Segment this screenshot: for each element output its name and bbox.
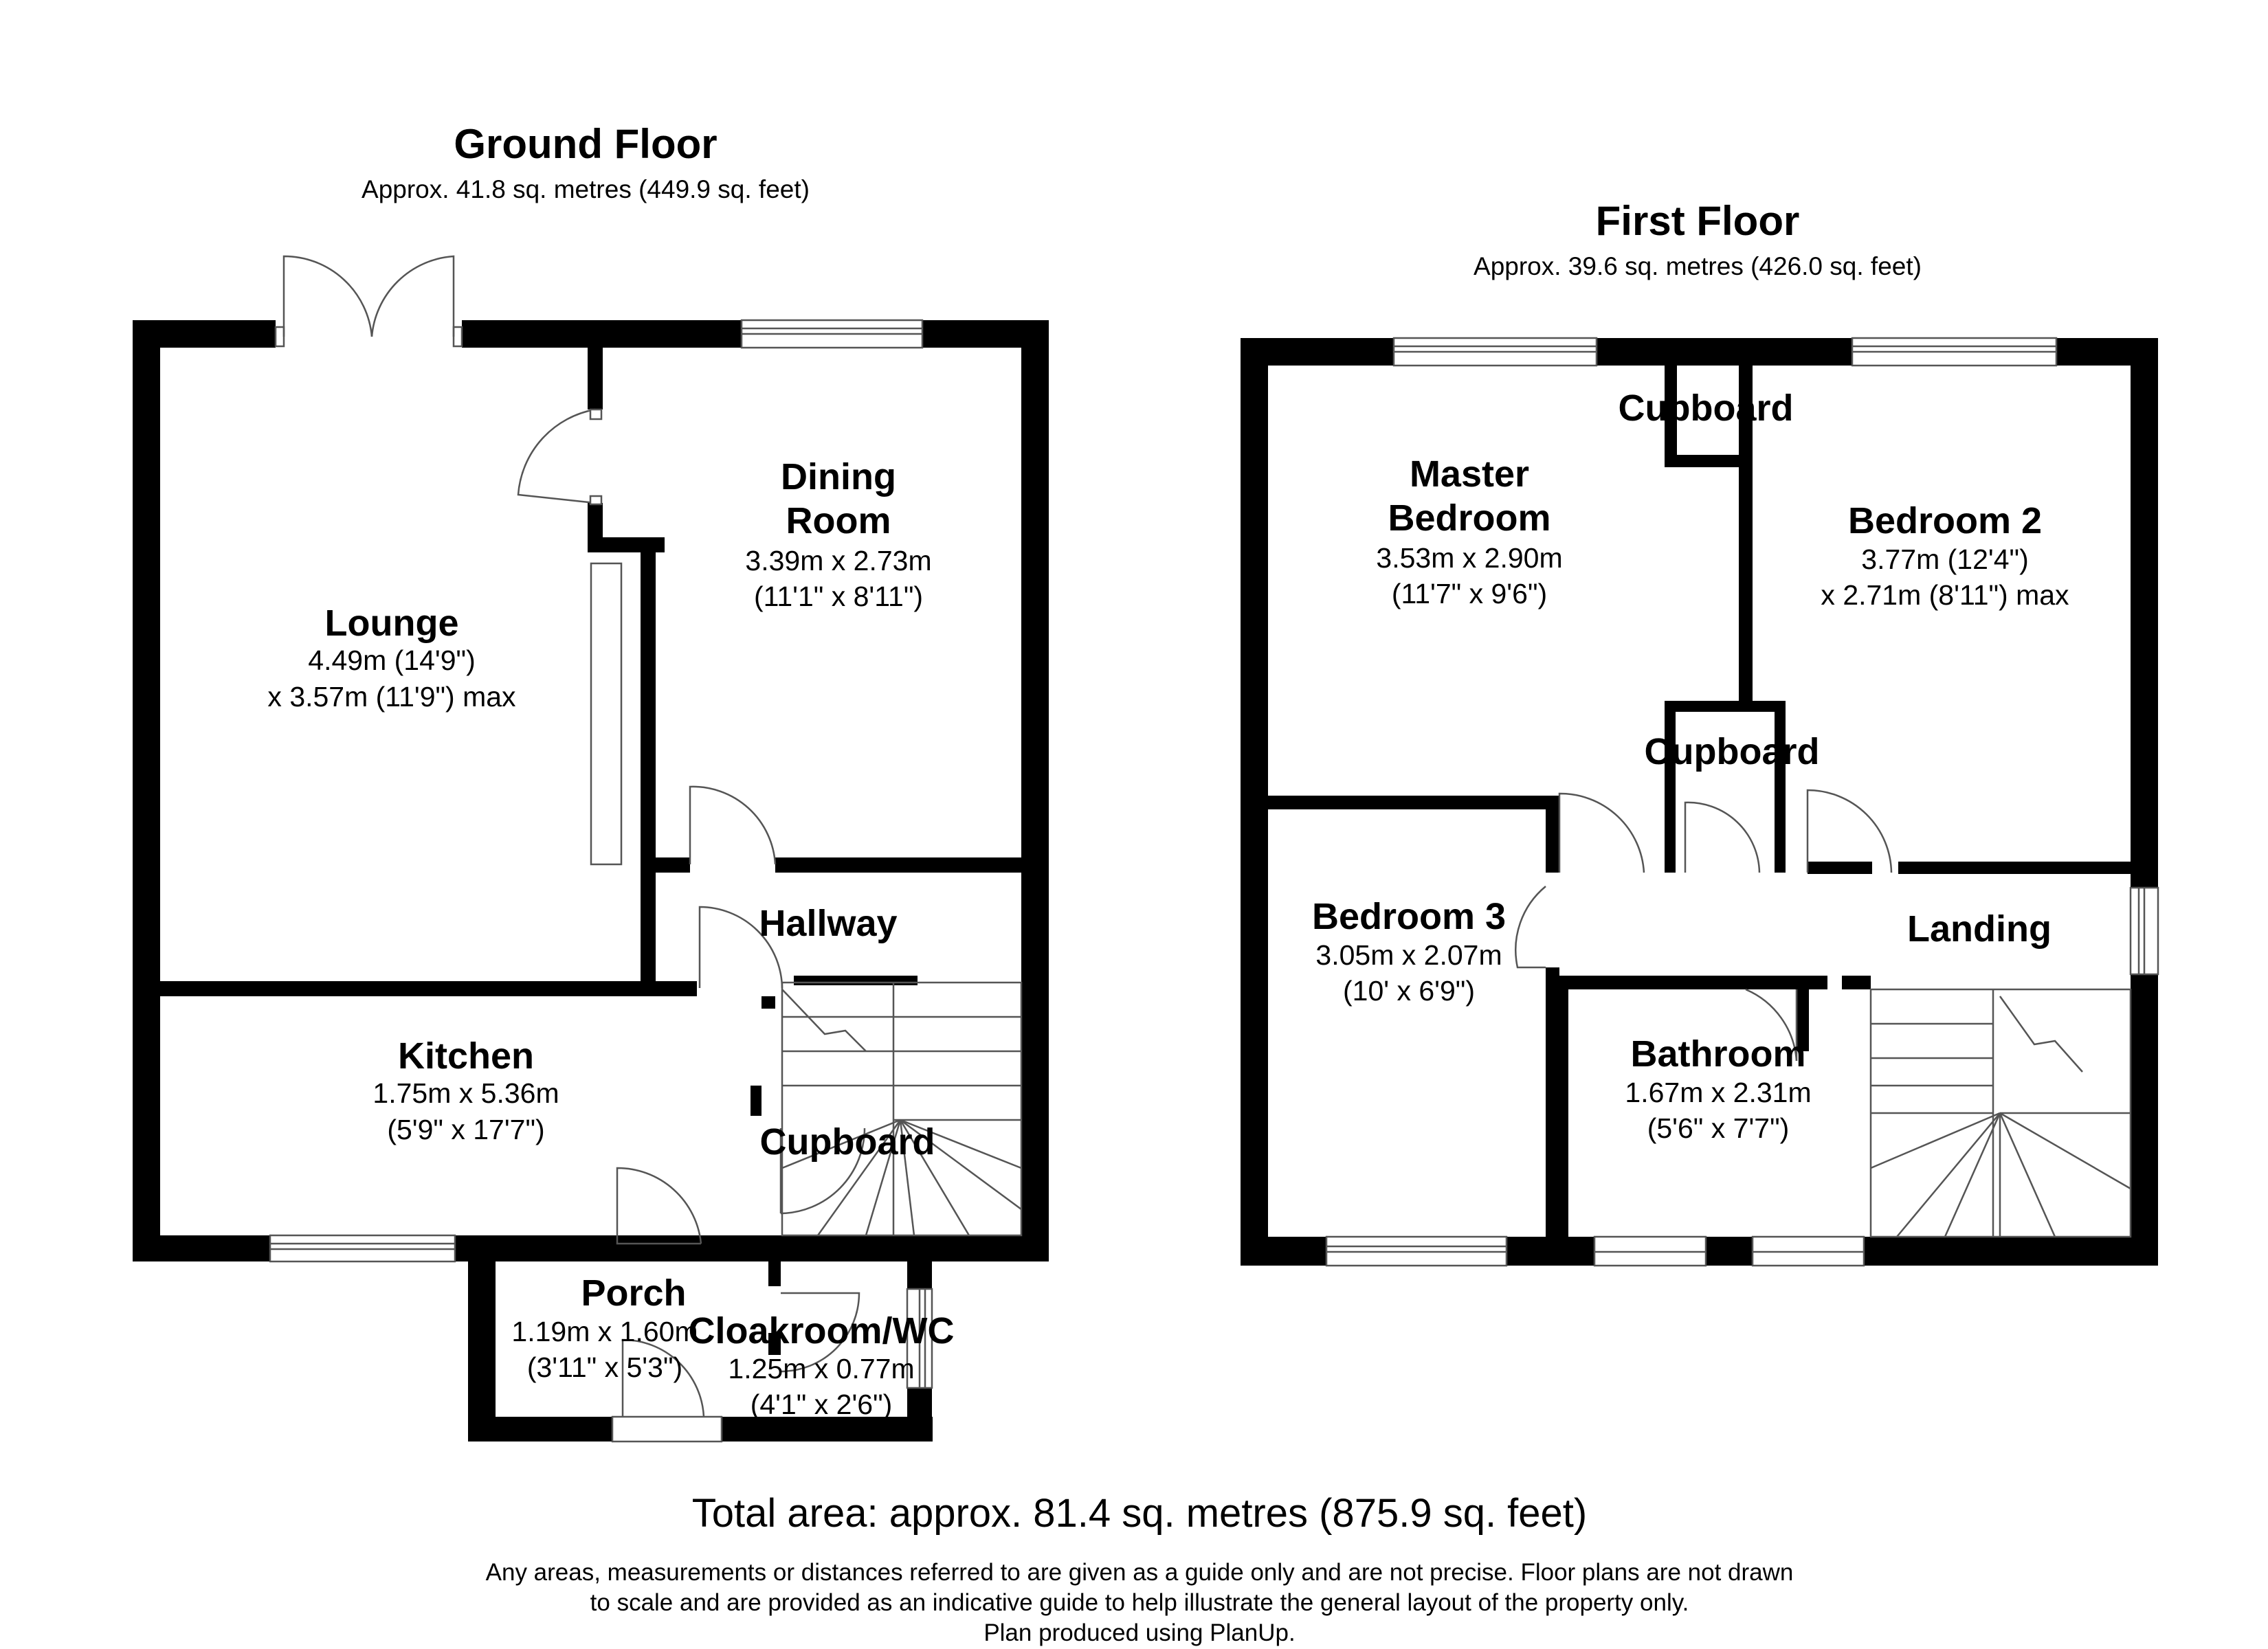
ground-floor-labels: Ground Floor Approx. 41.8 sq. metres (44… — [267, 121, 954, 1420]
bedroom2-dim-1: 3.77m (12'4") — [1861, 543, 2028, 575]
first-floor-openings — [1325, 337, 2159, 1267]
porch-dim-2: (3'11" x 5'3") — [527, 1351, 682, 1383]
dining-label-2: Room — [786, 500, 891, 541]
porch-dim-1: 1.19m x 1.60m — [511, 1316, 698, 1347]
disclaimer-line-2: to scale and are provided as an indicati… — [590, 1589, 1689, 1616]
total-area: Total area: approx. 81.4 sq. metres (875… — [692, 1491, 1587, 1536]
landing-label: Landing — [1907, 908, 2052, 950]
bedroom3-label: Bedroom 3 — [1312, 896, 1506, 937]
dining-dim-2: (11'1" x 8'11") — [754, 581, 923, 612]
first-floor-title: First Floor — [1596, 198, 1800, 244]
hallway-label: Hallway — [759, 903, 897, 944]
footer: Total area: approx. 81.4 sq. metres (875… — [486, 1491, 1794, 1646]
master-label-2: Bedroom — [1388, 497, 1550, 539]
disclaimer-line-3: Plan produced using PlanUp. — [983, 1619, 1295, 1646]
lounge-dim-1: 4.49m (14'9") — [308, 644, 475, 676]
master-dim-1: 3.53m x 2.90m — [1376, 542, 1562, 574]
lounge-dim-2: x 3.57m (11'9") max — [267, 681, 516, 713]
ground-floor-area: Approx. 41.8 sq. metres (449.9 sq. feet) — [362, 175, 810, 203]
ground-floor-title: Ground Floor — [454, 121, 717, 167]
kitchen-label: Kitchen — [398, 1035, 534, 1077]
bedroom2-label: Bedroom 2 — [1848, 500, 2042, 541]
master-label-1: Master — [1410, 453, 1529, 495]
first-floor-area: Approx. 39.6 sq. metres (426.0 sq. feet) — [1474, 252, 1922, 280]
lounge-label: Lounge — [325, 603, 459, 644]
dining-label-1: Dining — [781, 456, 896, 497]
kitchen-dim-2: (5'9" x 17'7") — [387, 1114, 544, 1145]
dining-dim-1: 3.39m x 2.73m — [745, 545, 931, 576]
cupboard-label: Cupboard — [760, 1121, 935, 1163]
first-floor-labels: First Floor Approx. 39.6 sq. metres (426… — [1312, 198, 2069, 1144]
bedroom2-dim-2: x 2.71m (8'11") max — [1821, 579, 2069, 611]
cloakroom-dim-1: 1.25m x 0.77m — [728, 1353, 914, 1384]
master-dim-2: (11'7" x 9'6") — [1392, 578, 1547, 609]
ground-floor-openings — [269, 255, 1023, 1443]
ground-floor-walls — [133, 320, 1049, 1442]
porch-label: Porch — [581, 1272, 686, 1314]
kitchen-dim-1: 1.75m x 5.36m — [373, 1077, 559, 1109]
cupboard-mid-label: Cupboard — [1645, 731, 1820, 772]
bathroom-label: Bathroom — [1631, 1033, 1806, 1075]
cupboard-top-label: Cupboard — [1619, 388, 1794, 429]
bedroom3-dim-2: (10' x 6'9") — [1343, 975, 1475, 1007]
bedroom3-dim-1: 3.05m x 2.07m — [1315, 939, 1502, 971]
bathroom-dim-2: (5'6" x 7'7") — [1647, 1112, 1790, 1144]
disclaimer-line-1: Any areas, measurements or distances ref… — [486, 1559, 1794, 1586]
first-floor-walls — [1241, 338, 2158, 1266]
cloakroom-label: Cloakroom/WC — [688, 1310, 954, 1351]
cloakroom-dim-2: (4'1" x 2'6") — [751, 1389, 893, 1420]
bathroom-dim-1: 1.67m x 2.31m — [1625, 1077, 1811, 1108]
